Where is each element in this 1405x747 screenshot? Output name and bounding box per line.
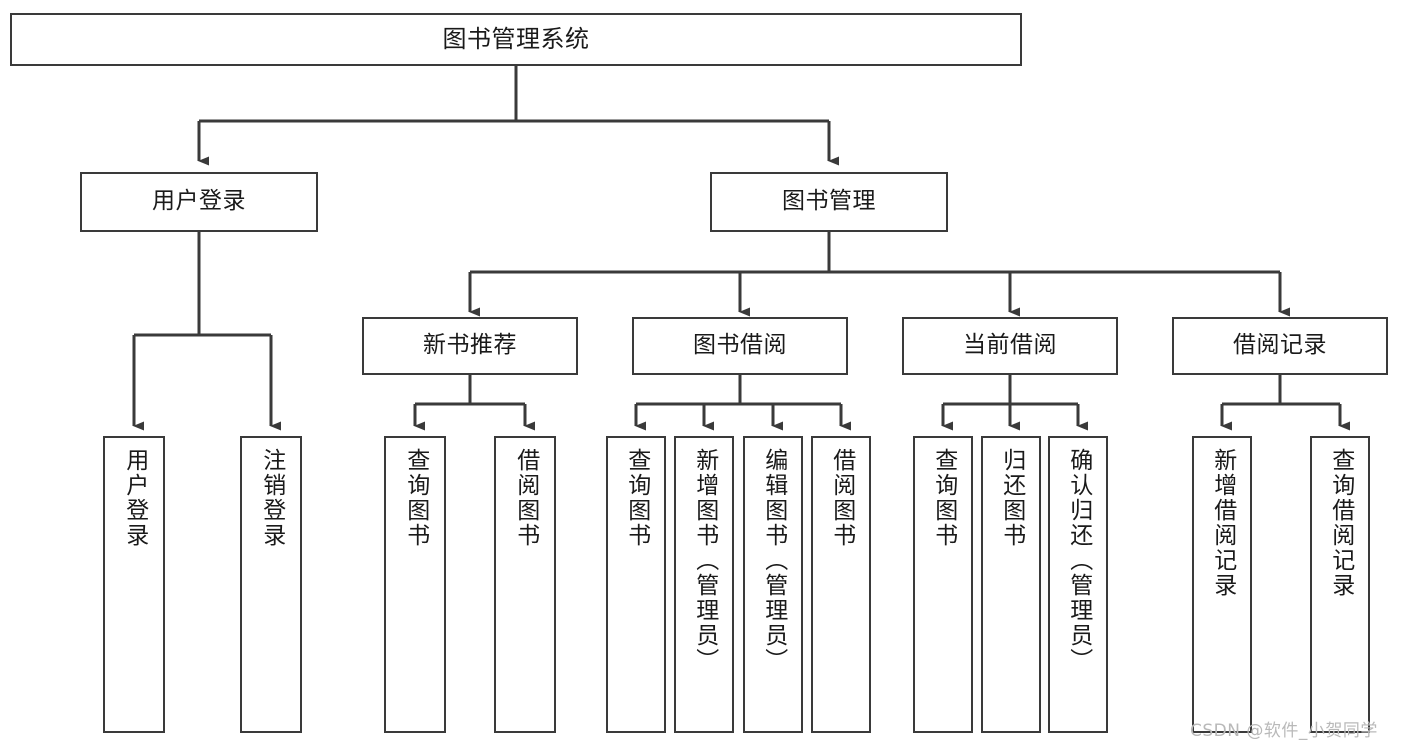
node-leaf-book-borrow-add[interactable]: 新增图书（管理员） bbox=[674, 436, 734, 733]
node-book-manage-label: 图书管理 bbox=[782, 188, 876, 215]
node-leaf-book-borrow-add-label: 新增图书（管理员） bbox=[691, 448, 718, 673]
node-leaf-current-borrow-confirm[interactable]: 确认归还（管理员） bbox=[1048, 436, 1108, 733]
node-leaf-current-borrow-return[interactable]: 归还图书 bbox=[981, 436, 1041, 733]
node-leaf-borrow-records-query[interactable]: 查询借阅记录 bbox=[1310, 436, 1370, 733]
node-current-borrow[interactable]: 当前借阅 bbox=[902, 317, 1118, 375]
node-leaf-user-login-signin[interactable]: 用户登录 bbox=[103, 436, 165, 733]
node-leaf-current-borrow-confirm-label: 确认归还（管理员） bbox=[1065, 448, 1092, 673]
node-new-book-recommend[interactable]: 新书推荐 bbox=[362, 317, 578, 375]
node-leaf-book-borrow-query[interactable]: 查询图书 bbox=[606, 436, 666, 733]
node-leaf-borrow-records-query-label: 查询借阅记录 bbox=[1327, 448, 1354, 598]
node-leaf-borrow-records-add[interactable]: 新增借阅记录 bbox=[1192, 436, 1252, 733]
node-new-book-recommend-label: 新书推荐 bbox=[423, 332, 517, 359]
node-leaf-book-borrow-borrow-label: 借阅图书 bbox=[828, 448, 855, 548]
node-leaf-book-borrow-query-label: 查询图书 bbox=[623, 448, 650, 548]
node-leaf-new-book-borrow-label: 借阅图书 bbox=[512, 448, 539, 548]
node-user-login[interactable]: 用户登录 bbox=[80, 172, 318, 232]
node-leaf-current-borrow-return-label: 归还图书 bbox=[998, 448, 1025, 548]
node-leaf-new-book-query-label: 查询图书 bbox=[402, 448, 429, 548]
node-leaf-user-login-signout[interactable]: 注销登录 bbox=[240, 436, 302, 733]
node-book-manage[interactable]: 图书管理 bbox=[710, 172, 948, 232]
node-leaf-new-book-query[interactable]: 查询图书 bbox=[384, 436, 446, 733]
node-root-system[interactable]: 图书管理系统 bbox=[10, 13, 1022, 66]
node-leaf-new-book-borrow[interactable]: 借阅图书 bbox=[494, 436, 556, 733]
node-borrow-records[interactable]: 借阅记录 bbox=[1172, 317, 1388, 375]
node-leaf-book-borrow-edit[interactable]: 编辑图书（管理员） bbox=[743, 436, 803, 733]
node-book-borrow-label: 图书借阅 bbox=[693, 332, 787, 359]
node-leaf-borrow-records-add-label: 新增借阅记录 bbox=[1209, 448, 1236, 598]
node-leaf-user-login-signin-label: 用户登录 bbox=[121, 448, 148, 548]
node-borrow-records-label: 借阅记录 bbox=[1233, 332, 1327, 359]
node-leaf-user-login-signout-label: 注销登录 bbox=[258, 448, 285, 548]
node-leaf-book-borrow-borrow[interactable]: 借阅图书 bbox=[811, 436, 871, 733]
node-book-borrow[interactable]: 图书借阅 bbox=[632, 317, 848, 375]
node-leaf-book-borrow-edit-label: 编辑图书（管理员） bbox=[760, 448, 787, 673]
node-leaf-current-borrow-query-label: 查询图书 bbox=[930, 448, 957, 548]
node-root-system-label: 图书管理系统 bbox=[442, 25, 590, 54]
node-current-borrow-label: 当前借阅 bbox=[963, 332, 1057, 359]
node-user-login-label: 用户登录 bbox=[152, 188, 246, 215]
node-leaf-current-borrow-query[interactable]: 查询图书 bbox=[913, 436, 973, 733]
